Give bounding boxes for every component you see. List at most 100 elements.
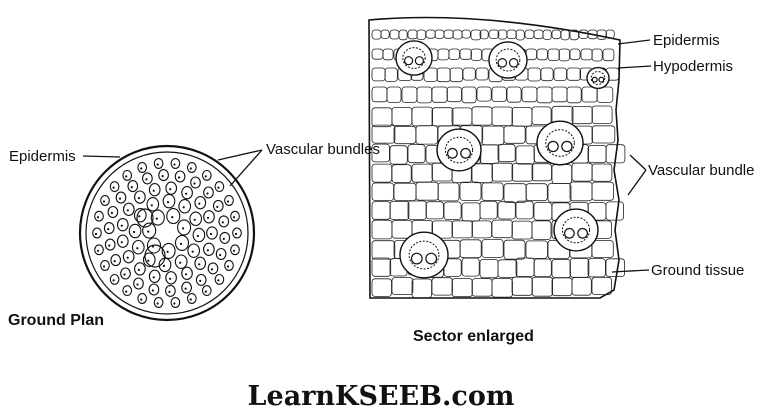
cell [515,257,535,277]
cell [391,164,412,183]
xylem-vessel [497,58,508,68]
xylem-dot [138,215,141,218]
cell [511,276,533,296]
xylem-vessel [447,147,458,159]
bundle [109,273,120,285]
bundle [230,244,240,256]
bundle [131,239,145,255]
xylem-dot [232,216,236,219]
xylem-vessel [404,56,414,66]
bundle [212,199,224,212]
bundle [100,260,110,271]
cell [452,29,463,40]
caption-ground-plan: Ground Plan [8,312,104,329]
cell [389,145,408,165]
xylem-dot [166,201,170,204]
cell [391,277,414,296]
xylem-dot [152,189,155,192]
xylem-dot [221,221,224,224]
cell [578,29,589,39]
cell [416,29,427,41]
cell [451,278,473,298]
cell [571,277,592,296]
xylem-dot [120,224,123,227]
cell [411,278,433,299]
cell [591,276,612,295]
phloem [408,240,440,270]
cell [551,29,562,40]
cell [401,86,418,103]
xylem-dot [125,175,128,178]
cell [531,220,552,240]
xylem-dot [206,192,209,195]
cell [515,145,535,165]
cell [479,144,500,164]
bundle [187,243,201,258]
xylem-dot [169,188,172,191]
xylem-vessel [561,140,573,153]
xylem-dot [123,273,126,276]
xylem-dot [140,167,143,170]
cell [393,182,417,201]
xylem-dot [162,264,166,267]
label-epidermis-left: Epidermis [9,148,76,165]
cell [443,29,454,39]
bundle-sheath [395,40,433,76]
bundle [127,180,139,193]
xylem-dot [136,247,139,250]
bundle [177,219,192,236]
bundle [120,267,131,280]
cell [605,29,615,39]
cell [371,278,392,297]
cell [371,48,384,60]
bundle-sheath [436,128,482,172]
xylem-dot [137,197,140,200]
cell [371,240,396,260]
bundle [153,297,164,308]
bundle [137,162,148,173]
xylem-dot [206,249,209,252]
cell [389,29,400,40]
bundle [189,211,203,227]
xylem-dot [126,209,129,212]
xylem-dot [226,265,230,268]
bundle [186,162,197,173]
bundle [232,227,242,239]
cell [431,107,454,127]
cell [443,201,462,220]
cell [393,125,417,145]
xylem-dot [120,241,123,244]
cell [425,29,436,39]
cell [533,29,544,40]
bundle [181,186,193,200]
cell [591,48,603,62]
bundle [186,293,197,304]
cell [551,164,573,185]
xylem-dot [147,230,150,233]
cell [431,86,448,103]
cell [371,163,393,183]
xylem-dot [182,206,185,209]
xylem-dot [96,216,100,219]
xylem-dot [161,175,164,178]
bundle [137,293,148,304]
cell [459,48,472,60]
cell [591,163,613,182]
cell [491,86,507,103]
xylem-dot [133,230,136,234]
bundle [92,227,102,239]
cell [553,67,567,82]
cell [389,200,410,220]
cell [391,107,413,126]
bundle [230,210,240,222]
bundle [115,191,127,204]
phloem [402,47,426,69]
cell [407,200,427,220]
cell [587,144,607,164]
xylem-dot [191,250,194,253]
bundle [104,238,116,251]
cell [605,144,626,164]
cell [524,29,535,39]
cell [525,183,548,202]
cell [515,200,534,220]
